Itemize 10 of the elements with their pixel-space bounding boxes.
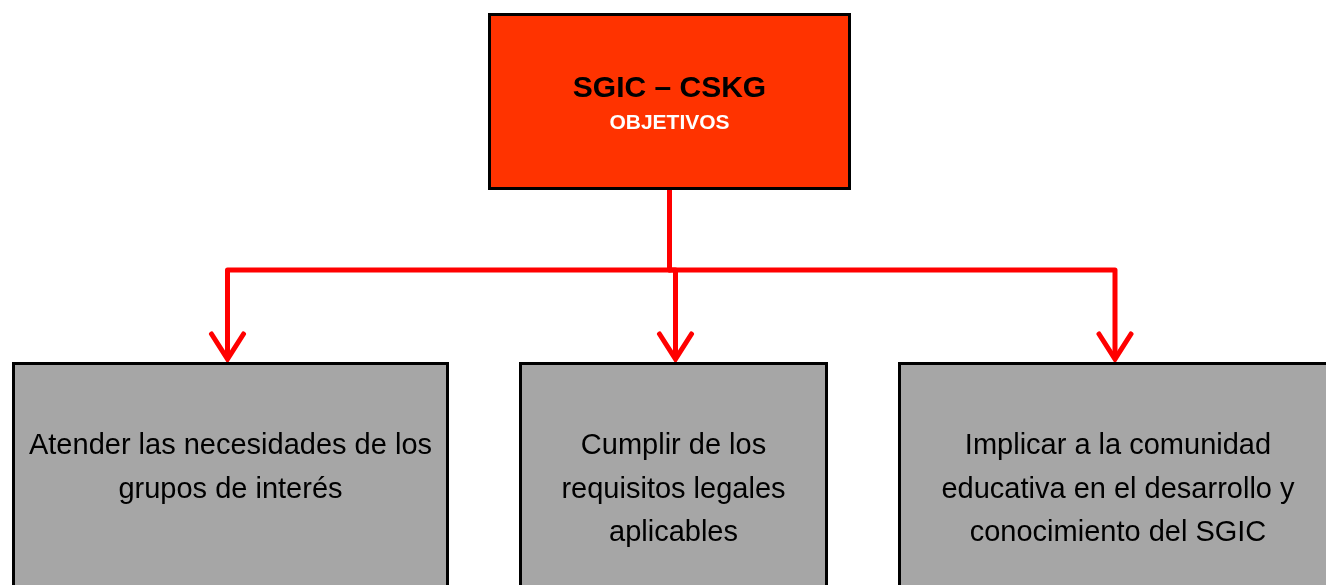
- objective-text: Cumplir de los requisitos legales aplicables: [560, 427, 787, 549]
- subtitle-text: OBJETIVOS: [609, 109, 730, 136]
- title-text: SGIC – CSKG: [572, 68, 767, 105]
- arrow: [667, 190, 1134, 362]
- objective-text: Implicar a la comunidad educativa en el desarrollo y conocimiento del SGIC: [940, 427, 1296, 549]
- objective-box: [898, 362, 1326, 585]
- objective-box: [519, 362, 828, 585]
- objective-text: Atender las necesidades de los grupos de interés: [27, 427, 433, 506]
- title-box: [488, 13, 851, 190]
- objective-box: [12, 362, 449, 585]
